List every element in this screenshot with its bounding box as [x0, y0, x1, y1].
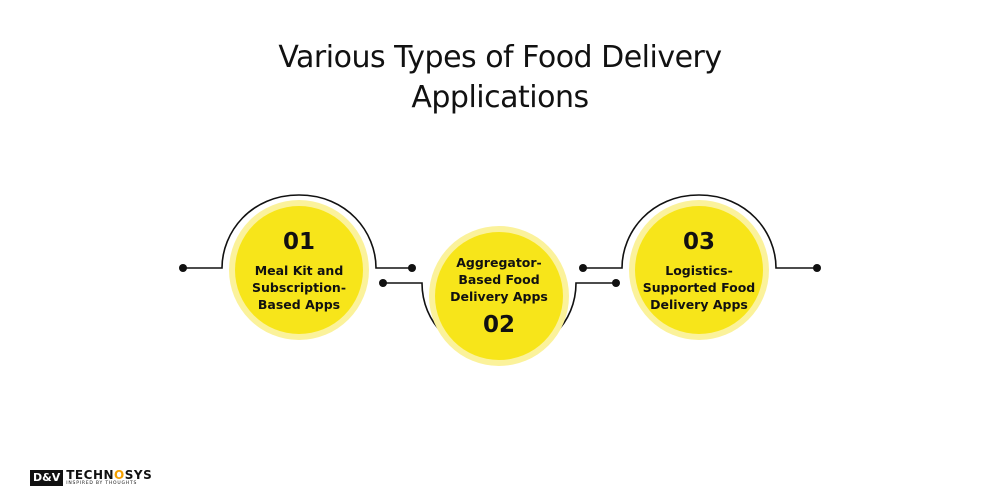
title-line-2: Applications	[411, 80, 589, 115]
step-number: 03	[682, 228, 715, 255]
connector-dot	[379, 279, 387, 287]
connector-dot	[179, 264, 187, 272]
step-label-line: Delivery Apps	[650, 296, 748, 312]
step-circle-1: 01 Meal Kit and Subscription- Based Apps	[235, 206, 363, 334]
connector-start	[183, 194, 412, 269]
logo-brand-suffix: SYS	[124, 468, 153, 482]
step-number: 01	[282, 228, 315, 255]
step-label-line: Subscription-	[251, 279, 347, 295]
connector-dot	[579, 264, 587, 272]
step-label-line: Based Food	[458, 271, 540, 287]
step-label-line: Meal Kit and	[254, 262, 344, 278]
brand-logo: D&V TECHNOSYS INSPIRED BY THOUGHTS	[30, 467, 152, 489]
logo-brand-prefix: TECHN	[66, 468, 115, 482]
logo-wordmark: TECHNOSYS INSPIRED BY THOUGHTS	[66, 469, 152, 487]
step-label-line: Based Apps	[257, 296, 341, 312]
step-label-line: Delivery Apps	[450, 288, 548, 304]
step-circle-2: Aggregator- Based Food Delivery Apps 02	[435, 232, 563, 360]
logo-tagline: INSPIRED BY THOUGHTS	[66, 481, 138, 486]
step-label: Logistics- Supported Food Delivery Apps	[640, 262, 758, 313]
step-label-line: Aggregator-	[456, 254, 542, 270]
logo-brand-o: O	[114, 468, 125, 482]
logo-brand-name: TECHNOSYS	[66, 469, 152, 481]
step-circle-3: 03 Logistics- Supported Food Delivery Ap…	[635, 206, 763, 334]
diagram-title: Various Types of Food Delivery Applicati…	[0, 38, 1000, 118]
title-line-1: Various Types of Food Delivery	[278, 40, 722, 75]
step-label-line: Supported Food	[642, 279, 756, 295]
connector-end	[583, 194, 817, 269]
logo-mark: D&V	[30, 470, 64, 486]
step-label: Aggregator- Based Food Delivery Apps	[440, 254, 558, 305]
step-label-line: Logistics-	[665, 262, 733, 278]
connector-dot	[813, 264, 821, 272]
step-number: 02	[482, 311, 515, 338]
connector-dot	[408, 264, 416, 272]
connector-dot	[612, 279, 620, 287]
step-label: Meal Kit and Subscription- Based Apps	[240, 262, 358, 313]
